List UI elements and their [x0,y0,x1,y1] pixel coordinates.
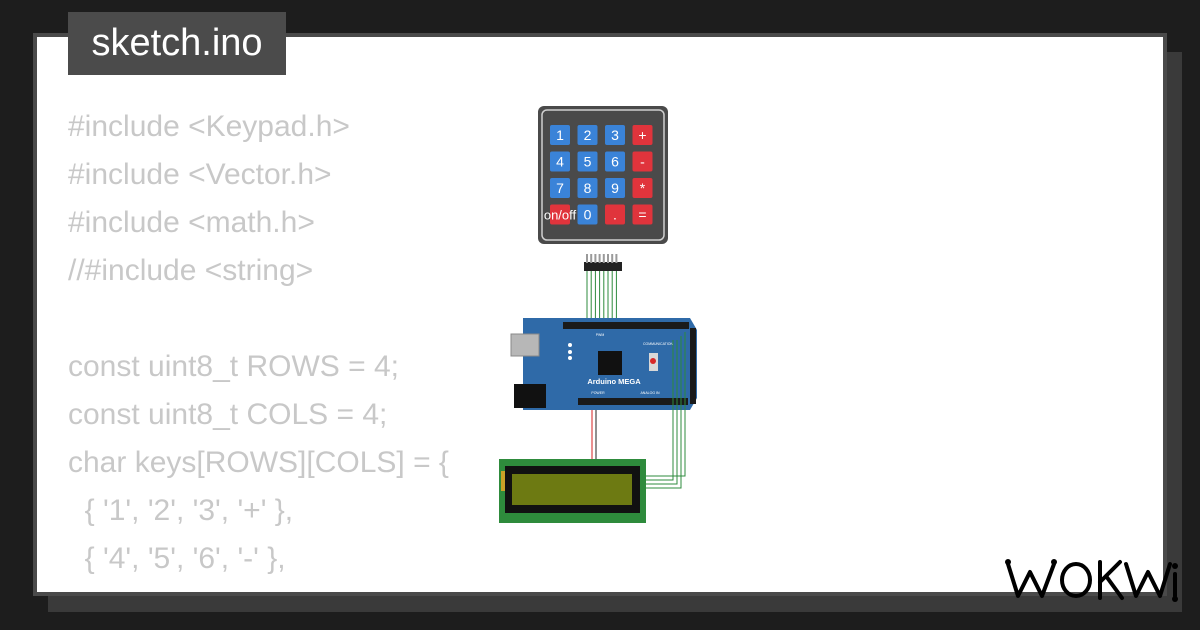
keypad-wires [586,271,617,323]
keypad-key-label: 7 [556,180,564,196]
keypad-key[interactable] [550,204,570,225]
code-line: { '4', '5', '6', '-' }, [68,542,286,575]
reset-button[interactable] [650,358,656,364]
keypad-key[interactable] [605,151,625,172]
code-preview: #include <Keypad.h> #include <Vector.h> #i… [68,103,449,592]
keypad-key-label: 4 [556,154,564,170]
keypad-pin [594,254,597,263]
keypad-key[interactable] [577,204,598,225]
code-line: { '1', '2', '3', '+' }, [68,494,294,527]
keypad-key-label: 6 [611,154,619,170]
code-line: #include <Keypad.h> [68,110,350,143]
side-header [690,328,696,404]
keypad-key[interactable] [577,178,598,198]
keypad-pin [590,254,593,263]
keypad-key-label: 5 [584,154,592,170]
keypad-key[interactable] [632,204,653,225]
arduino-mega-component[interactable]: Arduino MEGA COMMUNICATION POWER ANALOG … [510,318,697,410]
keypad-connector [584,262,622,271]
keypad-key[interactable] [632,178,653,198]
analog-in-label: ANALOG IN [640,391,660,395]
lcd-pins [501,471,505,491]
code-line: //#include <string> [68,254,314,287]
keypad-pin [598,254,601,263]
lcd-component[interactable] [499,459,646,523]
keypad-key-label: - [640,154,645,170]
keypad-key-label: . [613,207,617,223]
analog-header [578,398,688,405]
lcd-wires [591,332,686,489]
keypad-pin [611,254,614,263]
keypad-pins [586,254,618,263]
keypad-key-label: * [640,180,646,196]
keypad-pin [615,254,618,263]
pwm-label: PWM [596,333,605,337]
code-line: char keys[ROWS][COLS] = { [68,446,449,479]
keypad-key-label: 9 [611,180,619,196]
keypad-key-label: on/off [544,208,577,223]
power-jack [514,384,546,408]
led-rx [568,356,572,360]
code-line: const uint8_t COLS = 4; [68,398,388,431]
power-label: POWER [591,391,605,395]
keypad-key[interactable] [632,125,653,145]
digital-header [563,322,689,329]
mcu-chip [598,351,622,375]
keypad-key[interactable] [550,178,570,198]
led-l [568,343,572,347]
keypad-pin [586,254,588,263]
keypad-key-label: + [638,127,646,143]
keypad-keys: 1 2 3 +4 5 6 - 7 8 9 * on/off 0. = [544,125,653,225]
keypad-key-label: 8 [584,180,592,196]
file-title: sketch.ino [68,12,286,75]
code-line: #include <math.h> [68,206,315,239]
board-label: Arduino MEGA [587,377,641,386]
usb-port [510,333,540,357]
keypad-key-label: 3 [611,127,619,143]
keypad-key-label: 0 [584,207,592,223]
keypad-key[interactable] [550,125,570,145]
keypad-border [541,109,665,241]
keypad-key-label: = [638,207,646,223]
code-line: const uint8_t ROWS = 4; [68,350,399,383]
code-line: #include <Vector.h> [68,158,332,191]
keypad-key-label: 2 [584,127,592,143]
lcd-screen [512,474,632,505]
wokwi-logo-mark [1005,559,1178,602]
keypad-key[interactable] [605,204,625,225]
keypad-key[interactable] [605,125,625,145]
keypad-key[interactable] [550,151,570,172]
led-tx [568,350,572,354]
keypad-key[interactable] [577,125,598,145]
communication-label: COMMUNICATION [643,342,674,346]
keypad-key[interactable] [632,151,653,172]
code-line: { '7', '8', '9', '*' } [68,583,449,592]
keypad-component[interactable]: 1 2 3 +4 5 6 - 7 8 9 * on/off 0. = [538,106,668,271]
keypad-key[interactable] [605,178,625,198]
keypad-key-label: 1 [556,127,564,143]
keypad-pin [602,254,605,263]
keypad-pin [607,254,609,263]
wokwi-logo [1004,552,1179,612]
keypad-key[interactable] [577,151,598,172]
